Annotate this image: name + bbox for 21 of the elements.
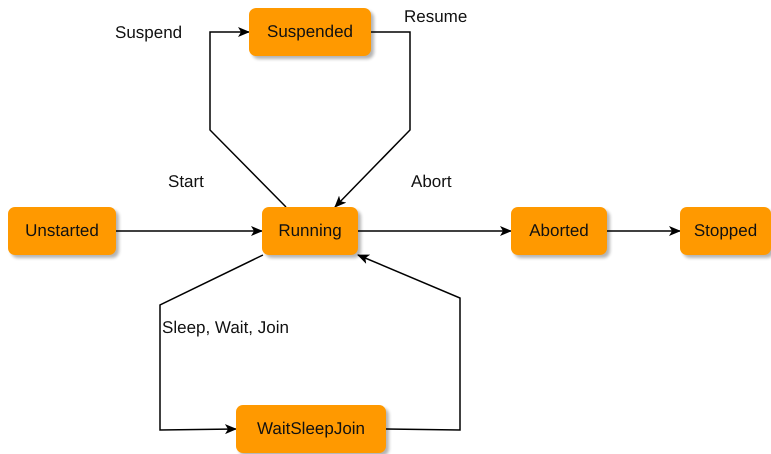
state-box [680,207,771,255]
arrow [607,226,681,236]
state-box [249,8,371,56]
arrow [334,31,411,208]
state-box [236,405,386,453]
state-name: Unstarted [25,221,99,241]
state-name: WaitSleepJoin [256,419,366,439]
state-name: Stopped [694,221,758,241]
edge-label: Sleep, Wait, Join [162,318,289,338]
arrow [209,27,287,208]
edge-label: Suspend [115,23,182,44]
state-box [262,207,358,255]
arrow [358,226,512,236]
arrow [116,226,263,236]
state-name: Running [278,221,342,241]
arrow [159,254,264,434]
state-box [511,207,607,255]
arrow [357,254,461,431]
state-name: Aborted [529,221,589,241]
state-box [8,207,116,255]
state-name: Suspended [266,22,354,42]
